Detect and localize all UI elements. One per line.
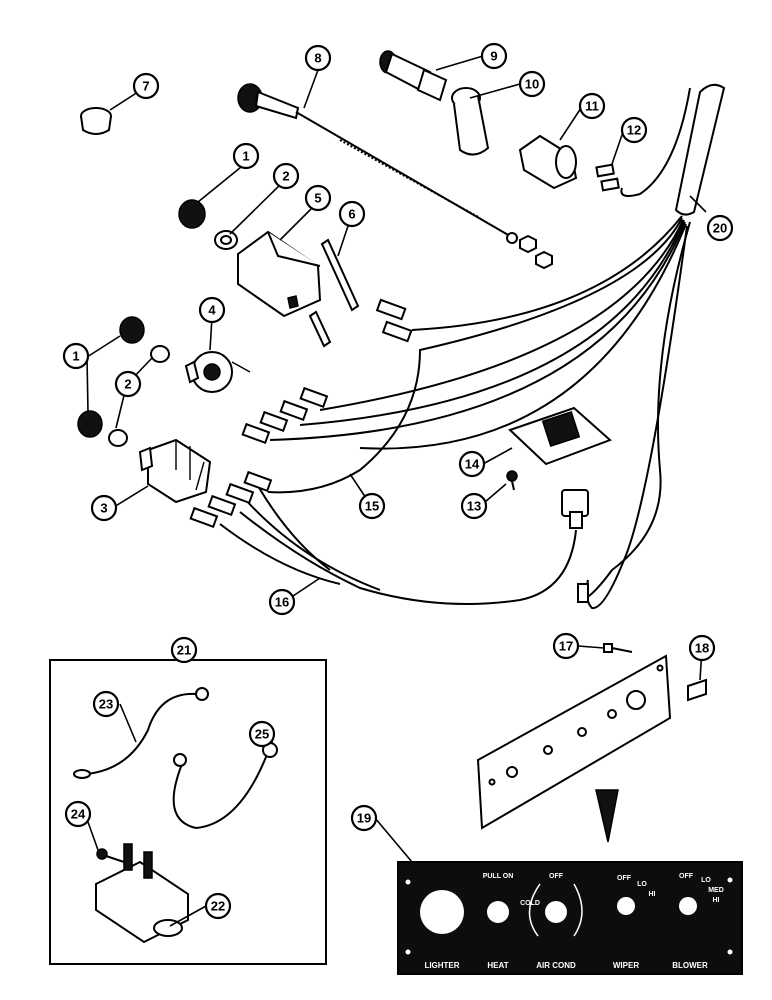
panel-lo-label-wiper: LO bbox=[637, 881, 647, 888]
panel-off-label-ac: OFF bbox=[549, 873, 564, 880]
panel-off-label-blower: OFF bbox=[679, 873, 694, 880]
panel-med-label-blower: MED bbox=[708, 887, 724, 894]
callout-8: 8 bbox=[304, 44, 332, 72]
callout-label: 16 bbox=[275, 595, 289, 610]
callout-label: 12 bbox=[627, 123, 641, 138]
callout-label: 3 bbox=[100, 501, 107, 516]
callout-label: 18 bbox=[695, 641, 709, 656]
panel-cold-label: COLD bbox=[520, 900, 540, 907]
callout-20: 20 bbox=[706, 214, 734, 242]
callout-23: 23 bbox=[92, 690, 120, 718]
part-23-cable bbox=[73, 687, 209, 779]
mounting-plate bbox=[476, 654, 672, 843]
callout-label: 14 bbox=[465, 457, 480, 472]
part-7-plug bbox=[80, 107, 112, 135]
panel-off-label-wiper: OFF bbox=[617, 875, 632, 882]
callout-14: 14 bbox=[458, 450, 486, 478]
callout-label: 9 bbox=[490, 49, 497, 64]
callout-9: 9 bbox=[480, 42, 508, 70]
callout-15: 15 bbox=[358, 492, 386, 520]
callout-label: 22 bbox=[211, 899, 225, 914]
callout-label: 4 bbox=[208, 303, 216, 318]
callout-label: 2 bbox=[124, 377, 131, 392]
panel-decal-19: PULL ON OFF COLD OFF LO HI OFF LO MED HI… bbox=[397, 861, 743, 975]
connectors-12 bbox=[595, 163, 620, 192]
callout-3: 3 bbox=[90, 494, 118, 522]
callout-label: 24 bbox=[71, 807, 86, 822]
callout-10: 10 bbox=[518, 70, 546, 98]
callout-4: 4 bbox=[198, 296, 226, 324]
panel-pullon-label: PULL ON bbox=[483, 873, 514, 880]
part-25-cable bbox=[172, 742, 278, 830]
callout-label: 1 bbox=[72, 349, 79, 364]
callout-2-left: 2 bbox=[114, 370, 142, 398]
panel-aircond-label: AIR COND bbox=[536, 961, 576, 970]
harness-connectors bbox=[189, 298, 413, 529]
callout-7: 7 bbox=[132, 72, 160, 100]
callout-17: 17 bbox=[552, 632, 580, 660]
panel-hi-label-blower: HI bbox=[713, 897, 720, 904]
part-14-terminal-block bbox=[508, 406, 612, 466]
harness-plug bbox=[561, 489, 589, 603]
part-18-clip bbox=[687, 678, 707, 702]
callout-label: 10 bbox=[525, 77, 539, 92]
part-17-screw bbox=[603, 643, 633, 653]
wiring-harness bbox=[219, 83, 726, 609]
callout-label: 25 bbox=[255, 727, 269, 742]
part-9 bbox=[379, 50, 448, 102]
callout-label: 7 bbox=[142, 79, 149, 94]
part-3-toggle-switch bbox=[138, 438, 212, 504]
callout-1-top: 1 bbox=[232, 142, 260, 170]
callout-label: 15 bbox=[365, 499, 379, 514]
part-10 bbox=[451, 87, 490, 156]
callout-1-left: 1 bbox=[62, 342, 90, 370]
callout-label: 6 bbox=[348, 207, 355, 222]
callout-label: 20 bbox=[713, 221, 727, 236]
part-5-switch bbox=[237, 230, 322, 318]
callout-12: 12 bbox=[620, 116, 648, 144]
callout-16: 16 bbox=[268, 588, 296, 616]
callout-label: 2 bbox=[282, 169, 289, 184]
callout-label: 17 bbox=[559, 639, 573, 654]
callout-6: 6 bbox=[338, 200, 366, 228]
part-13-screw bbox=[506, 470, 518, 491]
callout-label: 5 bbox=[314, 191, 321, 206]
callout-2-top: 2 bbox=[272, 162, 300, 190]
part-2-nuts bbox=[108, 230, 238, 447]
callout-22: 22 bbox=[204, 892, 232, 920]
part-4-rotary-switch bbox=[184, 351, 251, 393]
callout-19: 19 bbox=[350, 804, 378, 832]
callout-label: 8 bbox=[314, 51, 321, 66]
callout-label: 19 bbox=[357, 811, 371, 826]
callout-label: 23 bbox=[99, 697, 113, 712]
callout-label: 13 bbox=[467, 499, 481, 514]
callout-21: 21 bbox=[170, 636, 198, 664]
part-24-screw bbox=[96, 848, 125, 863]
callout-label: 11 bbox=[585, 99, 599, 114]
callout-label: 21 bbox=[177, 643, 191, 658]
callout-25: 25 bbox=[248, 720, 276, 748]
part-8-cable bbox=[237, 83, 553, 270]
part-1-knobs bbox=[77, 199, 206, 438]
panel-hi-label-wiper: HI bbox=[649, 891, 656, 898]
callout-5: 5 bbox=[304, 184, 332, 212]
callout-18: 18 bbox=[688, 634, 716, 662]
callout-11: 11 bbox=[578, 92, 606, 120]
part-22-circuit-breaker bbox=[95, 843, 189, 944]
panel-wiper-label: WIPER bbox=[613, 961, 639, 970]
callout-label: 1 bbox=[242, 149, 249, 164]
panel-lighter-label: LIGHTER bbox=[424, 961, 459, 970]
panel-heat-label: HEAT bbox=[487, 961, 508, 970]
panel-blower-label: BLOWER bbox=[672, 961, 708, 970]
part-11 bbox=[518, 134, 578, 190]
callout-24: 24 bbox=[64, 800, 92, 828]
part-6-pin bbox=[308, 238, 360, 348]
panel-lo-label-blower: LO bbox=[701, 877, 711, 884]
callout-13: 13 bbox=[460, 492, 488, 520]
